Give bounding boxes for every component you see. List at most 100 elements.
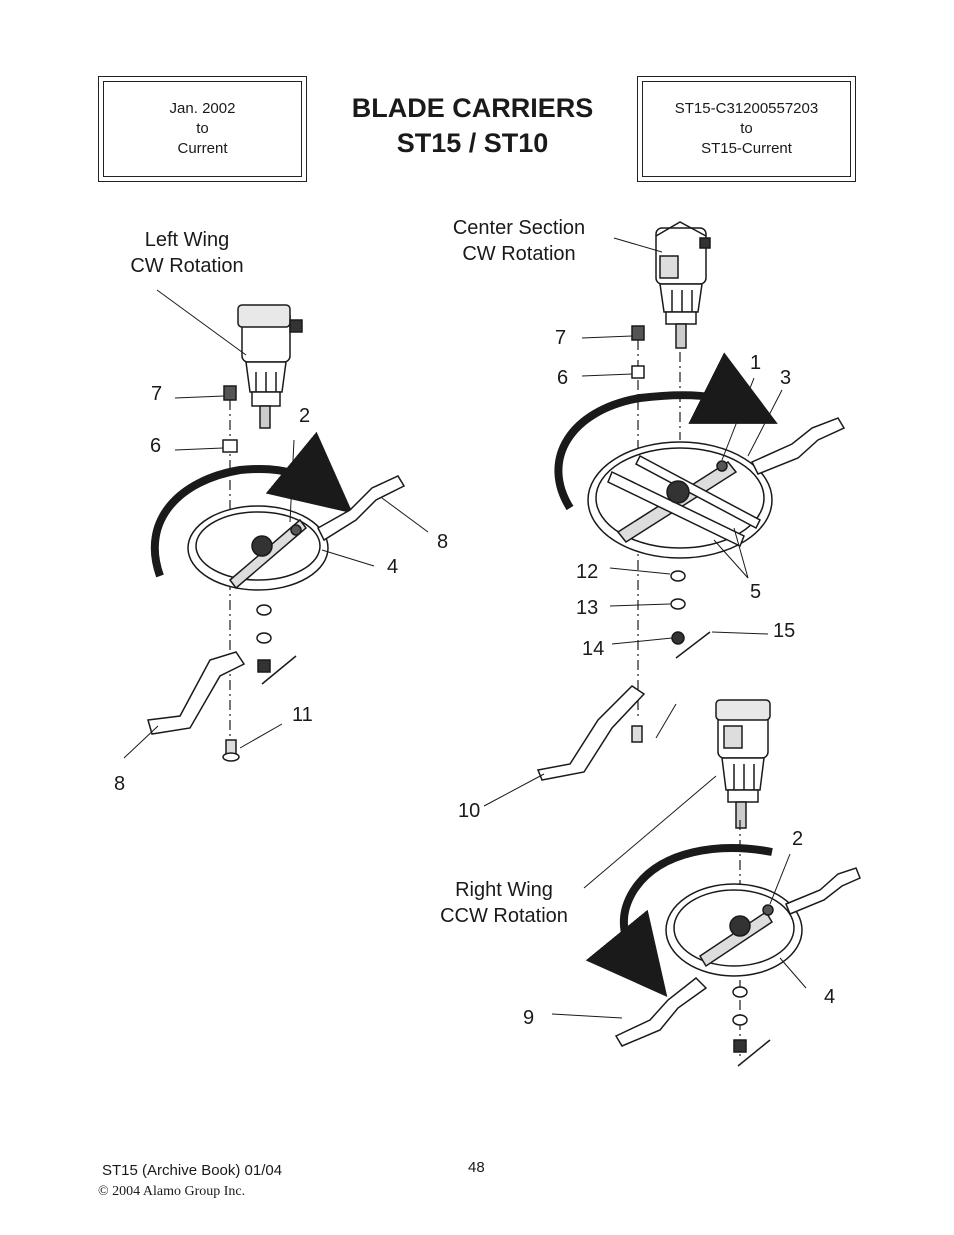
- center-leader-label: [613, 237, 663, 253]
- left-leader-2: [289, 439, 295, 523]
- right-rotation-arrow: [585, 844, 773, 997]
- center-leader-14: [611, 637, 673, 645]
- right-blade-lower-9: [614, 976, 708, 1047]
- right-wing-assembly: [551, 699, 861, 1067]
- center-nut-14: [671, 631, 685, 645]
- callout-center-6: 6: [557, 367, 569, 389]
- right-lower-washer-1: [732, 986, 748, 998]
- right-wing-label: Right Wing CCW Rotation: [424, 877, 584, 929]
- center-blade-lower-10: [536, 685, 646, 781]
- date-range-start: Jan. 2002: [169, 100, 236, 117]
- center-leader-1: [721, 377, 755, 461]
- right-lower-nut: [733, 1039, 747, 1053]
- left-blade-lower: [147, 651, 246, 735]
- center-leader-15: [711, 631, 769, 635]
- left-wing-label: Left Wing CW Rotation: [112, 227, 262, 279]
- right-leader-9: [551, 1013, 623, 1019]
- left-lower-nut: [257, 659, 271, 673]
- date-range-to: to: [196, 120, 209, 137]
- center-section-label-line1: Center Section: [452, 217, 586, 239]
- center-section-assembly: [483, 221, 846, 807]
- left-leader-4: [321, 549, 375, 567]
- center-leader-3: [747, 389, 783, 457]
- left-blade-upper: [317, 475, 406, 542]
- center-leader-7: [581, 335, 633, 339]
- callout-left-11: 11: [292, 704, 313, 726]
- serial-range-box: ST15-C31200557203 to ST15-Current: [637, 76, 856, 182]
- page-title: BLADE CARRIERS ST15 / ST10: [320, 91, 625, 161]
- footer-page-number: 48: [468, 1159, 485, 1176]
- right-wing-label-line2: CCW Rotation: [440, 905, 568, 927]
- left-wing-label-line1: Left Wing: [144, 229, 230, 251]
- left-leader-7: [174, 395, 225, 399]
- right-leader-label: [583, 775, 717, 889]
- callout-right-4: 4: [824, 986, 836, 1008]
- center-washer-12: [670, 570, 686, 582]
- left-wing-assembly: [123, 289, 429, 762]
- callout-center-14: 14: [582, 638, 605, 660]
- center-washer-6: [631, 365, 645, 379]
- center-leader-6: [581, 373, 633, 377]
- page-title-line2: ST15 / ST10: [396, 128, 549, 158]
- callout-left-6: 6: [150, 435, 162, 457]
- center-rotation-arrow: [554, 352, 778, 511]
- left-lower-washer-2: [256, 632, 272, 644]
- center-section-label: Center Section CW Rotation: [434, 215, 604, 267]
- date-range-end: Current: [177, 140, 228, 157]
- left-leader-6: [174, 447, 224, 451]
- center-leader-13: [609, 603, 671, 607]
- callout-left-4: 4: [387, 556, 399, 578]
- center-nut-7: [631, 325, 645, 341]
- serial-range-end: ST15-Current: [701, 140, 792, 157]
- center-lower-bolt: [631, 725, 643, 743]
- center-leader-5a: [713, 539, 749, 579]
- center-blade-right: [750, 417, 846, 475]
- footer-copyright: © 2004 Alamo Group Inc.: [98, 1184, 246, 1199]
- center-leader-5b: [733, 527, 749, 579]
- callout-center-3: 3: [780, 367, 792, 389]
- right-cotter-pin: [737, 1039, 771, 1067]
- left-washer-6: [222, 439, 238, 453]
- callout-center-5: 5: [750, 581, 762, 603]
- serial-range-box-inner: ST15-C31200557203 to ST15-Current: [642, 81, 851, 177]
- center-leader-10: [483, 773, 545, 807]
- left-rotation-arrow: [150, 431, 353, 578]
- left-leader-11: [239, 723, 283, 749]
- center-section-label-line2: CW Rotation: [462, 243, 576, 265]
- right-blade-upper: [785, 867, 861, 915]
- right-wing-label-line1: Right Wing: [455, 879, 553, 901]
- center-blade-bar-b: [635, 454, 761, 530]
- left-wing-label-line2: CW Rotation: [130, 255, 244, 277]
- center-cotter-pin-15: [675, 631, 711, 659]
- serial-range-start: ST15-C31200557203: [674, 100, 819, 117]
- callout-center-7: 7: [555, 327, 567, 349]
- date-range-box-inner: Jan. 2002 to Current: [103, 81, 302, 177]
- right-gearbox: [715, 699, 771, 829]
- left-leader-8b: [123, 725, 159, 759]
- callout-right-2: 2: [792, 828, 804, 850]
- footer-book-ref: ST15 (Archive Book) 01/04: [102, 1162, 283, 1179]
- callout-center-15: 15: [773, 620, 796, 642]
- right-leader-2: [769, 853, 791, 905]
- left-leader-8a: [381, 497, 429, 533]
- callout-left-2: 2: [299, 405, 311, 427]
- left-nut-7: [223, 385, 237, 401]
- callout-left-8b: 8: [114, 773, 126, 795]
- date-range-box: Jan. 2002 to Current: [98, 76, 307, 182]
- callout-left-7: 7: [151, 383, 163, 405]
- left-cotter-pin: [261, 655, 297, 685]
- left-lower-washer-1: [256, 604, 272, 616]
- callout-right-9: 9: [523, 1007, 535, 1029]
- center-blade-bar-a: [607, 470, 745, 548]
- callout-center-10: 10: [458, 800, 481, 822]
- center-washer-13: [670, 598, 686, 610]
- serial-range-to: to: [740, 120, 753, 137]
- right-lower-washer-2: [732, 1014, 748, 1026]
- left-gearbox: [237, 304, 303, 429]
- callout-center-12: 12: [576, 561, 599, 583]
- callout-center-1: 1: [750, 352, 762, 374]
- left-leader-label: [156, 289, 247, 356]
- right-leader-4: [779, 957, 807, 989]
- callout-left-8a: 8: [437, 531, 449, 553]
